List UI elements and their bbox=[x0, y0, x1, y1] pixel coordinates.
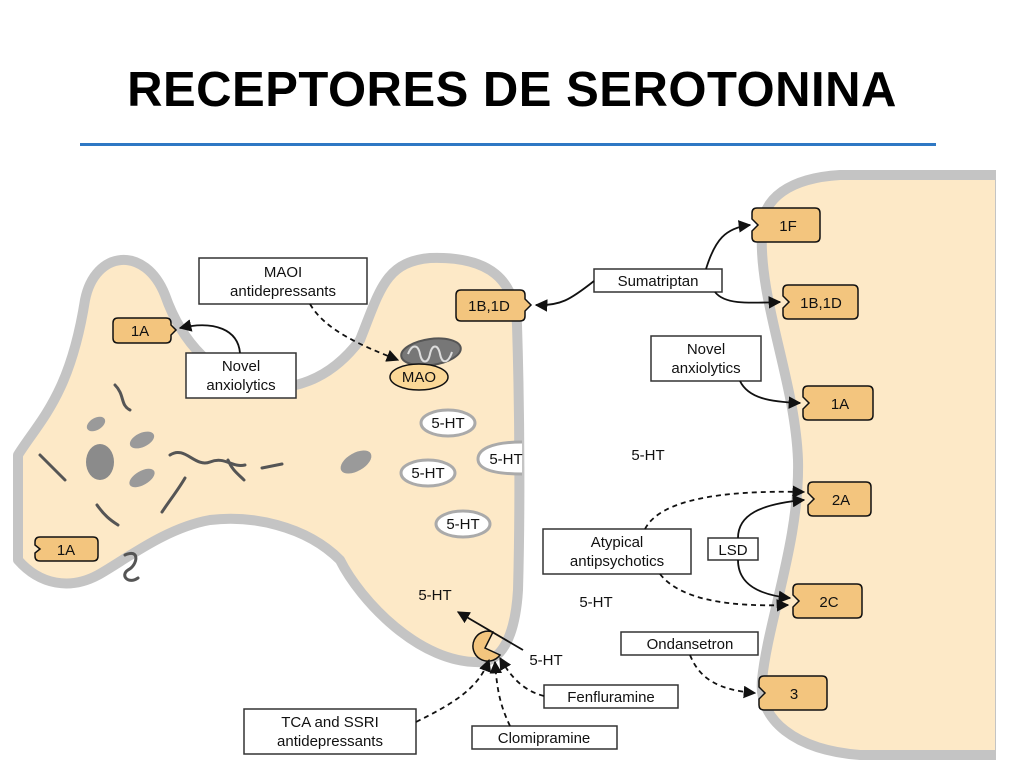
vesicle-label: 5-HT bbox=[411, 465, 444, 482]
svg-text:MAOI: MAOI bbox=[264, 264, 302, 281]
svg-text:Novel: Novel bbox=[687, 341, 725, 358]
novel-anxiolytics-left-label: Novel anxiolytics bbox=[185, 352, 297, 399]
page-title: RECEPTORES DE SEROTONINA bbox=[127, 63, 897, 117]
vesicle bbox=[419, 408, 477, 438]
receptor-2c: 2C bbox=[792, 583, 863, 619]
sumatriptan-label: Sumatriptan bbox=[593, 268, 723, 293]
receptor-1a-left-top: 1A bbox=[112, 317, 178, 344]
mitochondrion-cristae bbox=[407, 345, 453, 363]
released-serotonin-label: 5-HT bbox=[489, 451, 522, 468]
vesicle bbox=[399, 458, 457, 488]
svg-text:1A: 1A bbox=[831, 396, 849, 413]
svg-text:3: 3 bbox=[790, 686, 798, 703]
fenfluramine-label: Fenfluramine bbox=[543, 684, 679, 709]
svg-text:Atypical: Atypical bbox=[591, 534, 644, 551]
releasing-vesicle bbox=[476, 440, 523, 476]
svg-text:1A: 1A bbox=[131, 323, 149, 340]
svg-text:LSD: LSD bbox=[718, 542, 747, 559]
mitochondrion-small bbox=[129, 431, 155, 449]
receptor-1f: 1F bbox=[751, 207, 821, 243]
title-underline bbox=[80, 143, 936, 146]
svg-text:antidepressants: antidepressants bbox=[277, 733, 383, 750]
svg-text:1B,1D: 1B,1D bbox=[800, 295, 842, 312]
svg-text:Fenfluramine: Fenfluramine bbox=[567, 689, 655, 706]
svg-text:Clomipramine: Clomipramine bbox=[498, 730, 591, 747]
lsd-label: LSD bbox=[707, 537, 759, 561]
svg-text:antidepressants: antidepressants bbox=[230, 283, 336, 300]
ondansetron-label: Ondansetron bbox=[620, 631, 759, 656]
receptor-1a-left-bottom: 1A bbox=[34, 536, 99, 562]
receptor-2a: 2A bbox=[807, 481, 872, 517]
arrows bbox=[178, 220, 806, 727]
mitochondrion-small bbox=[129, 468, 155, 488]
clomipramine-label: Clomipramine bbox=[471, 725, 618, 750]
vesicle bbox=[434, 509, 492, 539]
svg-text:1B,1D: 1B,1D bbox=[468, 298, 510, 315]
svg-text:1A: 1A bbox=[57, 542, 75, 559]
cleft-serotonin-label: 5-HT bbox=[631, 447, 664, 464]
svg-text:2A: 2A bbox=[832, 492, 850, 509]
novel-anxiolytics-right-label: Novel anxiolytics bbox=[650, 335, 762, 382]
svg-text:anxiolytics: anxiolytics bbox=[206, 377, 275, 394]
receptor-1b1d-postsynaptic: 1B,1D bbox=[782, 284, 859, 320]
mao-label: MAO bbox=[402, 369, 436, 386]
svg-text:TCA and SSRI: TCA and SSRI bbox=[281, 714, 379, 731]
svg-text:2C: 2C bbox=[819, 594, 838, 611]
reuptake-transporter bbox=[472, 630, 502, 662]
svg-text:1F: 1F bbox=[779, 218, 797, 235]
svg-text:antipsychotics: antipsychotics bbox=[570, 553, 664, 570]
mitochondrion-small bbox=[86, 416, 106, 432]
cleft-serotonin-label: 5-HT bbox=[579, 594, 612, 611]
receptor-3: 3 bbox=[758, 675, 828, 711]
mitochondrion-small bbox=[340, 450, 372, 474]
svg-text:Sumatriptan: Sumatriptan bbox=[618, 273, 699, 290]
svg-text:Ondansetron: Ondansetron bbox=[647, 636, 734, 653]
receptor-1a-postsynaptic: 1A bbox=[802, 385, 874, 421]
atypical-antipsychotics-label: Atypical antipsychotics bbox=[542, 528, 692, 575]
postsynaptic-edge-mask bbox=[996, 170, 1024, 768]
organelles bbox=[38, 383, 284, 582]
maoi-antidepressants-label: MAOI antidepressants bbox=[198, 257, 368, 305]
svg-text:anxiolytics: anxiolytics bbox=[671, 360, 740, 377]
vesicle-label: 5-HT bbox=[431, 415, 464, 432]
tca-ssri-antidepressants-label: TCA and SSRI antidepressants bbox=[243, 708, 417, 755]
receptor-1b1d-presynaptic: 1B,1D bbox=[455, 289, 533, 322]
nucleus-dot bbox=[86, 444, 114, 480]
reuptake-serotonin-label: 5-HT bbox=[529, 652, 562, 669]
mao-enzyme bbox=[389, 363, 449, 391]
svg-text:Novel: Novel bbox=[222, 358, 260, 375]
vesicle-label: 5-HT bbox=[446, 516, 479, 533]
intracellular-serotonin-label: 5-HT bbox=[418, 587, 451, 604]
postsynaptic-neuron bbox=[756, 170, 1005, 760]
